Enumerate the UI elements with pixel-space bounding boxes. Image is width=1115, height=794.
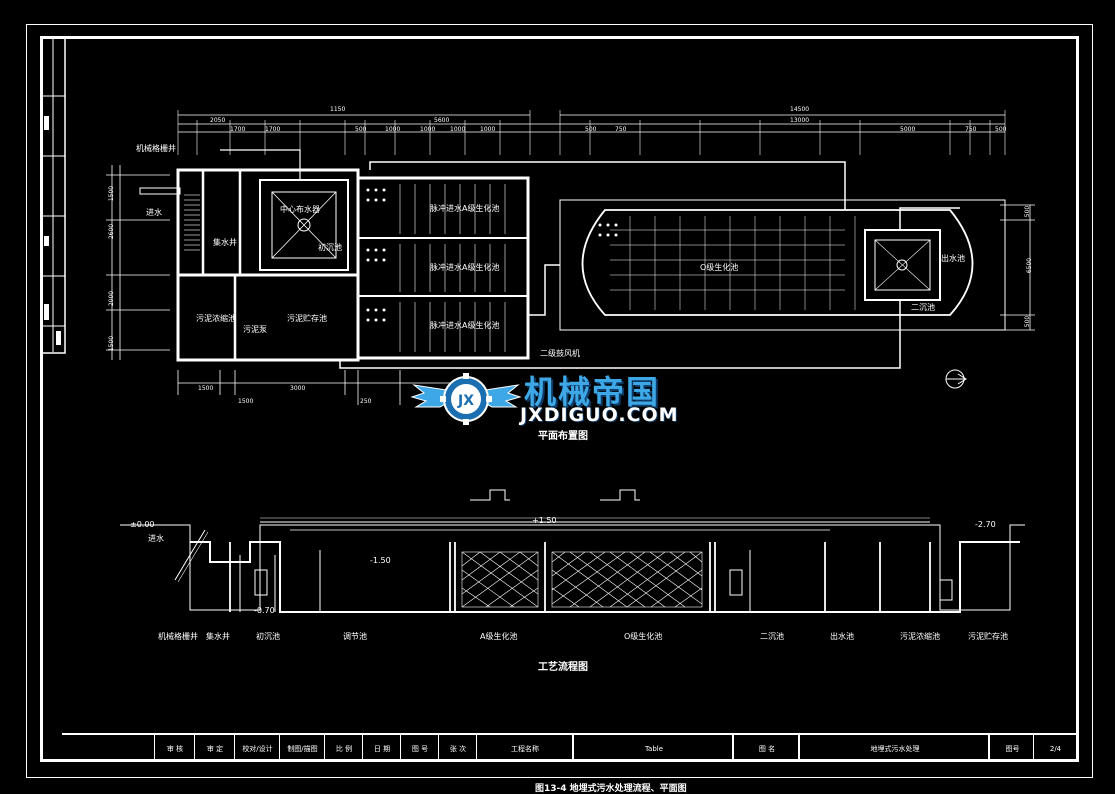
dim-bottom-1: 3000 [290, 385, 306, 392]
dim-top-0: 1150 [330, 106, 346, 113]
tb-cell-10: Table [572, 735, 734, 762]
label-a-tank-2: 脉冲进水A级生化池 [430, 263, 500, 272]
elev-2: -0.70 [254, 606, 275, 615]
label-o-tank: O级生化池 [700, 263, 739, 272]
tb-cell-8: 张 次 [438, 735, 477, 762]
label-settling: 初沉池 [318, 243, 342, 252]
tb-cell-7: 图 号 [400, 735, 439, 762]
dim-right-1: 6500 [1026, 257, 1034, 274]
label-sump: 集水井 [213, 238, 237, 247]
label-sludge-pump: 污泥泵 [243, 325, 267, 334]
label-sludge-tank: 污泥贮存池 [287, 314, 327, 323]
plan-view [106, 110, 1035, 405]
dim-top-13: 750 [615, 126, 627, 133]
tb-cell-4: 制图/描图 [279, 735, 325, 762]
dim-right-0: 500 [1024, 205, 1032, 218]
dim-top-12: 500 [585, 126, 597, 133]
elev-3: -1.50 [370, 556, 391, 565]
label-a-tank-1: 脉冲进水A级生化池 [430, 204, 500, 213]
dim-right-2: 500 [1024, 315, 1032, 328]
dim-bottom-2: 1500 [238, 398, 254, 405]
dim-bottom-3: 250 [360, 398, 372, 405]
dim-top-8: 1000 [450, 126, 466, 133]
title-block: 审 核 审 定 校对/设计 制图/描图 比 例 日 期 图 号 张 次 工程名称… [62, 733, 1077, 762]
dim-top-15: 750 [965, 126, 977, 133]
tb-cell-14: 2/4 [1033, 735, 1077, 762]
dim-top-5: 500 [355, 126, 367, 133]
dim-left-3: 1500 [108, 335, 116, 352]
winged-gear-logo-icon: JX [410, 373, 522, 425]
emblem-letters: JX [457, 393, 474, 409]
dim-bottom-0: 1500 [198, 385, 214, 392]
process-name-5: A级生化池 [480, 632, 518, 641]
process-name-8: 出水池 [830, 632, 854, 641]
dim-top-1: 2050 [210, 117, 226, 124]
process-section [120, 489, 1025, 613]
elev-4: +1.50 [532, 516, 557, 525]
label-outlet: 出水池 [941, 254, 965, 263]
dim-top-11: 13000 [790, 117, 810, 124]
label-hydrolysis: 中心布水器 [280, 205, 320, 214]
watermark-brand-cn: 机械帝国 [524, 373, 661, 411]
dim-top-7: 1000 [420, 126, 436, 133]
dim-top-10: 14500 [790, 106, 810, 113]
process-name-6: O级生化池 [624, 632, 663, 641]
dim-top-4: 5600 [434, 117, 450, 124]
process-inlet: 进水 [148, 534, 164, 543]
tb-cell-6: 日 期 [362, 735, 401, 762]
watermark: JX 机械帝国 JXDIGUO.COM [410, 363, 710, 431]
tb-cell-12: 地埋式污水处理 [798, 735, 990, 762]
process-name-10: 污泥贮存池 [968, 632, 1008, 641]
label-blower: 二级鼓风机 [540, 349, 580, 358]
tb-cell-3: 校对/设计 [234, 735, 280, 762]
tb-cell-9: 工程名称 [476, 735, 573, 762]
plan-caption: 平面布置图 [538, 431, 588, 442]
outer-frame [26, 24, 1093, 778]
tb-cell-2: 审 定 [194, 735, 235, 762]
process-name-3: 初沉池 [256, 632, 280, 641]
process-name-7: 二沉池 [760, 632, 784, 641]
watermark-brand-en: JXDIGUO.COM [520, 404, 679, 426]
dim-left-1: 2600 [108, 223, 116, 240]
process-name-2: 集水井 [206, 632, 230, 641]
label-inlet: 进水 [146, 208, 162, 217]
tb-cell-1: 审 核 [154, 735, 195, 762]
process-name-9: 污泥浓缩池 [900, 632, 940, 641]
elev-5: -2.70 [975, 520, 996, 529]
dim-top-14: 5000 [900, 126, 916, 133]
process-name-1: 机械格栅井 [158, 632, 198, 641]
label-secondary: 二沉池 [911, 303, 935, 312]
label-sludge-thickener: 污泥浓缩池 [196, 314, 236, 323]
dim-top-16: 500 [995, 126, 1007, 133]
inner-frame [40, 36, 1079, 762]
tb-cell-11: 图 名 [732, 735, 800, 762]
dim-top-3: 1700 [265, 126, 281, 133]
tb-cell-13: 图号 [988, 735, 1035, 762]
process-name-4: 调节池 [343, 632, 367, 641]
label-a-tank-3: 脉冲进水A级生化池 [430, 321, 500, 330]
process-caption: 工艺流程图 [538, 662, 588, 673]
tb-cell-5: 比 例 [324, 735, 363, 762]
elev-1: ±0.00 [130, 520, 155, 529]
dim-top-6: 1000 [385, 126, 401, 133]
dim-top-9: 1000 [480, 126, 496, 133]
bottom-caption: 图13-4 地埋式污水处理流程、平面图 [535, 784, 687, 794]
dim-top-2: 1700 [230, 126, 246, 133]
dim-left-0: 1500 [108, 185, 116, 202]
binding-strip [40, 36, 66, 354]
dim-left-2: 2000 [108, 290, 116, 307]
label-screen-well: 机械格栅井 [136, 144, 176, 153]
